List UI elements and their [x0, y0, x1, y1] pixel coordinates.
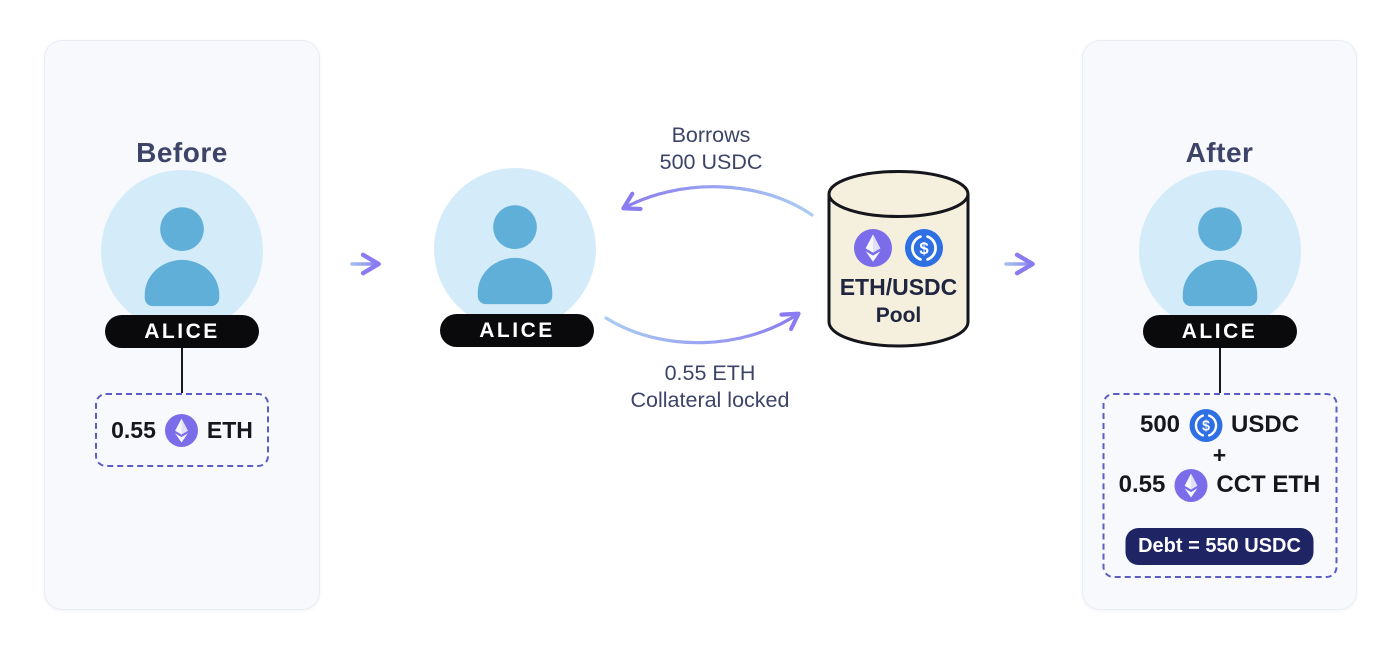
svg-text:$: $	[919, 239, 928, 258]
alice-assets-before-box: 0.55 ETH	[95, 393, 269, 467]
alice-name-badge: ALICE	[1142, 315, 1297, 348]
asset-amount: 0.55	[111, 416, 156, 443]
collateral-arrow	[604, 311, 801, 345]
plus-sign: +	[1212, 441, 1227, 468]
alice-name-badge: ALICE	[105, 315, 259, 348]
eth-icon	[1174, 468, 1208, 502]
connector-line	[181, 348, 183, 393]
pool-token-icons: $	[826, 229, 971, 267]
person-icon	[1138, 170, 1301, 332]
asset-row-usdc: 500 $ USDC	[1139, 408, 1300, 442]
asset-token: USDC	[1231, 411, 1300, 438]
eth-icon	[854, 229, 892, 267]
alice-avatar	[1138, 170, 1301, 332]
collateral-label-line1: 0.55 ETH	[664, 361, 756, 385]
asset-token: ETH	[206, 416, 253, 443]
asset-row-cct-eth: 0.55 CCT ETH	[1118, 468, 1321, 502]
eth-usdc-pool: $ ETH/USDC Pool	[826, 168, 971, 350]
usdc-icon: $	[1189, 408, 1223, 442]
connector-line	[1218, 348, 1221, 393]
alice-avatar	[101, 170, 263, 332]
alice-name-badge: ALICE	[440, 314, 594, 347]
borrow-label-line2: 500 USDC	[659, 150, 763, 174]
asset-token: CCT ETH	[1216, 471, 1321, 498]
borrow-arrow	[621, 185, 814, 217]
pool-label: Pool	[875, 304, 922, 327]
before-title: Before	[136, 137, 228, 168]
svg-text:$: $	[1202, 418, 1210, 434]
alice-avatar	[434, 168, 596, 330]
debt-badge: Debt = 550 USDC	[1125, 528, 1314, 565]
person-icon	[434, 168, 596, 330]
asset-row: 0.55 ETH	[111, 413, 253, 447]
collateral-arrow-label: 0.55 ETH Collateral locked	[594, 360, 826, 414]
usdc-icon: $	[905, 229, 943, 267]
person-icon	[101, 170, 263, 332]
eth-icon	[164, 413, 198, 447]
borrow-arrow-label: Borrows 500 USDC	[595, 122, 827, 176]
collateral-label-line2: Collateral locked	[630, 388, 790, 412]
pool-name: ETH/USDC	[839, 274, 958, 300]
before-panel: Before ALICE 0.55 ET	[44, 40, 320, 610]
borrow-label-line1: Borrows	[671, 123, 751, 147]
after-panel: After ALICE 500 $ USD	[1082, 40, 1357, 610]
asset-amount: 500	[1139, 411, 1181, 438]
alice-assets-after-box: 500 $ USDC + 0.55	[1102, 393, 1337, 578]
after-title: After	[1185, 137, 1254, 168]
asset-amount: 0.55	[1118, 471, 1166, 498]
